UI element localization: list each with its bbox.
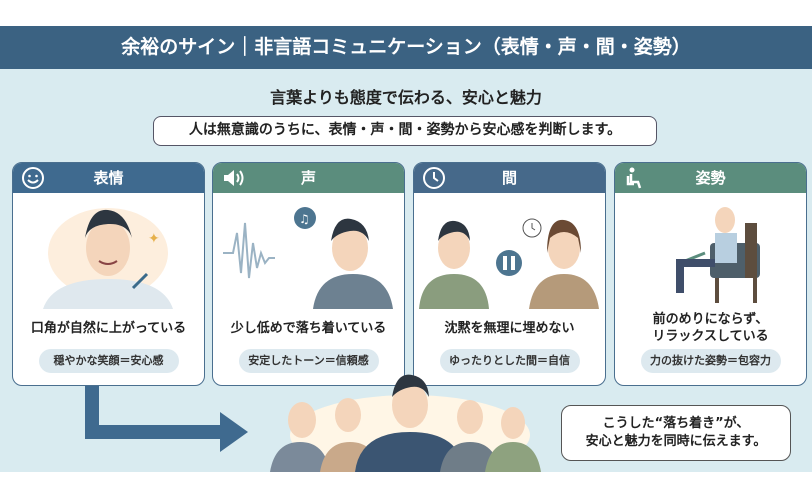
card-header: 声 [213,163,404,193]
title-banner: 余裕のサイン｜非言語コミュニケーション（表情・声・間・姿勢） [0,26,812,69]
card-caption: 沈黙を無理に埋めない [444,320,575,336]
card-title: 間 [501,169,517,187]
conclusion-line-2: 安心と魅力を同時に伝えます。 [585,434,767,450]
card-tag: 力の抜けた姿勢＝包容力 [640,349,781,373]
card-tag: ゆったりとした間＝自信 [439,349,580,373]
speaker-icon [224,170,244,186]
card-pause: 間 沈黙を無理に埋めない ゆったりとした間＝自信 [413,162,606,386]
card-expression: 表情 ✦ 口角が自然に上がっている 穏やかな笑顔＝安心感 [12,162,205,386]
card-caption: 前のめりにならず、 リラックスしている [652,312,769,344]
card-voice: 声 ♫ 少し低めで落ち着いている 安定したトーン＝信頼感 [212,162,405,386]
card-posture: 姿勢 前のめりにならず、 リラックスしている 力の抜けた姿勢＝包容力 [614,162,807,386]
clock-icon [423,167,445,189]
smile-icon [22,167,44,189]
card-header: 表情 [13,163,204,193]
conversation-illustration [414,193,605,309]
conclusion-line-1: こうした“落ち着き”が、 [602,416,750,431]
card-caption: 少し低めで落ち着いている [230,320,387,336]
sitting-person-icon [626,167,642,189]
card-title: 表情 [93,169,124,187]
svg-text:✦: ✦ [148,231,160,247]
smiling-man-illustration: ✦ [13,193,204,309]
card-tag: 穏やかな笑顔＝安心感 [38,349,179,373]
lead-text: 人は無意識のうちに、表情・声・間・姿勢から安心感を判断します。 [153,116,657,146]
flow-arrow-icon [85,386,248,452]
group-of-people-illustration [270,374,541,472]
card-tag: 安定したトーン＝信頼感 [238,349,379,373]
svg-text:♫: ♫ [299,212,310,226]
card-title: 声 [300,169,316,187]
card-header: 間 [414,163,605,193]
subtitle: 言葉よりも態度で伝わる、安心と魅力 [270,88,542,107]
card-header: 姿勢 [615,163,806,193]
calm-speaker-illustration: ♫ [213,193,404,309]
card-caption: 口角が自然に上がっている [30,320,187,336]
relaxed-sitting-illustration [615,193,806,309]
card-title: 姿勢 [695,169,726,187]
conclusion-speech-bubble: こうした“落ち着き”が、 安心と魅力を同時に伝えます。 [561,405,791,461]
